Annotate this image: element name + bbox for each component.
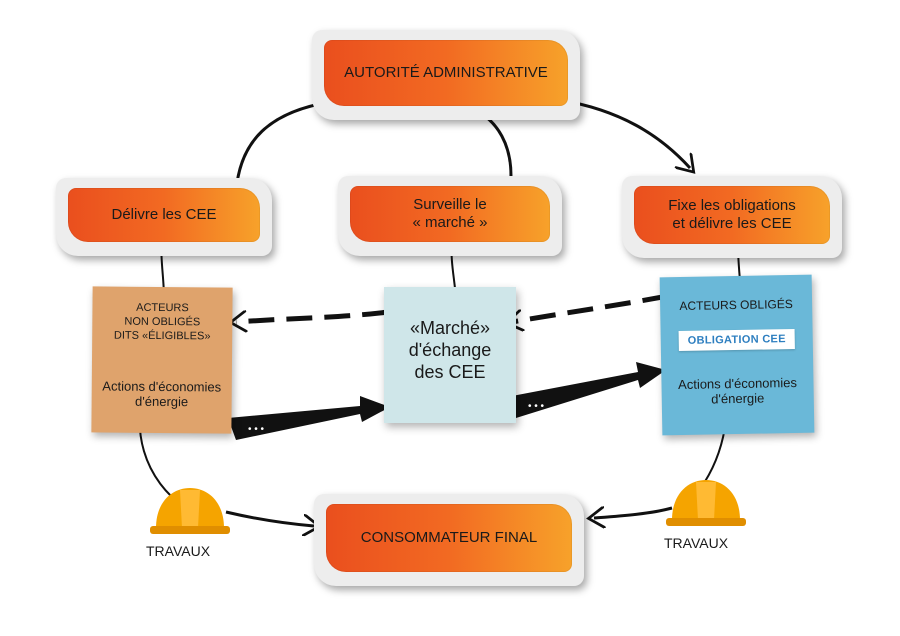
hard-hat-icon xyxy=(150,488,230,534)
box-surveille-label: Surveille le « marché » xyxy=(350,186,550,242)
box-delivre-label: Délivre les CEE xyxy=(68,188,260,242)
thick-arrow-market-to-right xyxy=(512,362,666,418)
arrow-right-helmet-to-consommateur xyxy=(594,508,673,518)
box-delivre: Délivre les CEE xyxy=(56,178,272,256)
box-fixe: Fixe les obligations et délivre les CEE xyxy=(622,176,842,258)
note-left-actions: Actions d'économies d'énergie xyxy=(102,378,222,410)
dashed-arrow-market-to-left xyxy=(236,309,389,322)
svg-text:• • •: • • • xyxy=(528,401,545,412)
note-middle-text: «Marché» d'échange des CEE xyxy=(408,318,492,382)
hard-hat-icon xyxy=(666,480,746,526)
box-autorite: AUTORITÉ ADMINISTRATIVE xyxy=(312,30,580,120)
arrow-autorite-to-delivre xyxy=(236,100,331,192)
box-autorite-label: AUTORITÉ ADMINISTRATIVE xyxy=(324,40,568,106)
box-surveille: Surveille le « marché » xyxy=(338,176,562,256)
box-consommateur: CONSOMMATEUR FINAL xyxy=(314,494,584,586)
obligation-badge: OBLIGATION CEE xyxy=(678,328,795,352)
note-marche: «Marché» d'échange des CEE xyxy=(384,287,516,423)
svg-text:• • •: • • • xyxy=(248,424,265,435)
travaux-right-label: TRAVAUX xyxy=(664,535,729,551)
note-left-heading: ACTEURS NON OBLIGÉS DITS «ÉLIGIBLES» xyxy=(113,301,211,343)
arrow-left-helmet-to-consommateur xyxy=(225,510,314,526)
note-right-heading: ACTEURS OBLIGÉS xyxy=(679,297,793,313)
note-right-actions: Actions d'économies d'énergie xyxy=(677,374,798,407)
box-consommateur-label: CONSOMMATEUR FINAL xyxy=(326,504,572,572)
box-fixe-label: Fixe les obligations et délivre les CEE xyxy=(634,186,830,244)
dashed-arrow-right-to-market xyxy=(512,293,669,322)
note-acteurs-obliges: ACTEURS OBLIGÉS OBLIGATION CEE Actions d… xyxy=(659,274,815,436)
note-acteurs-non-obliges: ACTEURS NON OBLIGÉS DITS «ÉLIGIBLES» Act… xyxy=(91,286,233,434)
travaux-left-label: TRAVAUX xyxy=(146,543,211,559)
thick-arrow-left-to-market xyxy=(228,396,390,440)
